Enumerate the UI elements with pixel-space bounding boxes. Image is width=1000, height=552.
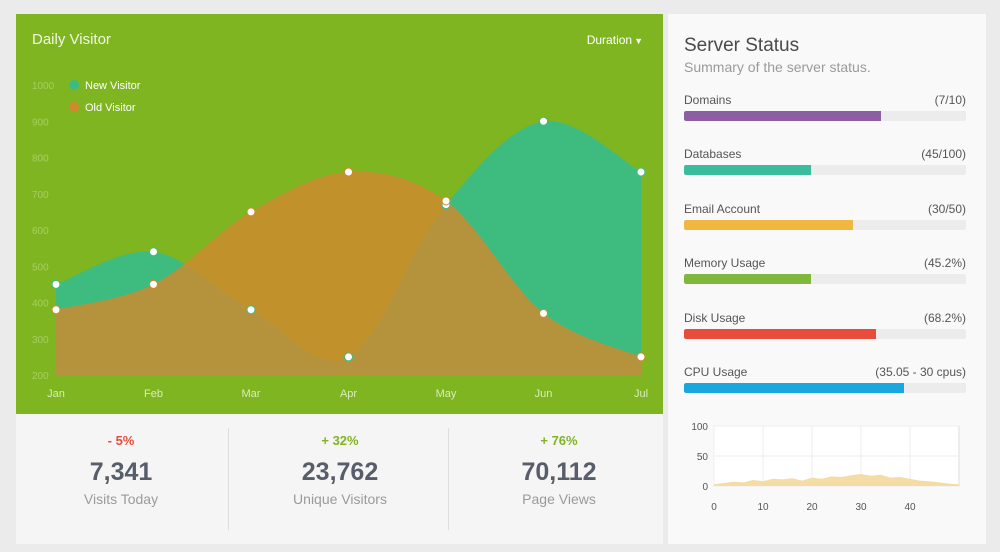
- progress-fill: [684, 329, 877, 339]
- daily-visitor-title: Daily Visitor: [32, 31, 111, 48]
- server-status-subtitle: Summary of the server status.: [684, 59, 871, 75]
- progress-value: (7/10): [934, 93, 966, 107]
- y-tick-label: 900: [32, 117, 49, 128]
- stat-change: + 76%: [540, 433, 578, 448]
- cpu-usage-chart: 0 50 100 0 10 20 30 40: [691, 422, 960, 513]
- y-tick-label: 500: [32, 262, 49, 273]
- series-area: [56, 171, 641, 375]
- server-status-title: Server Status: [684, 35, 800, 56]
- y-tick-label: 200: [32, 371, 49, 382]
- progress-label: Memory Usage: [684, 256, 766, 270]
- x-tick-label: Jan: [47, 388, 65, 400]
- data-point[interactable]: [149, 247, 158, 257]
- legend-label: New Visitor: [85, 80, 141, 92]
- data-point[interactable]: [246, 207, 256, 217]
- y-tick-label: 300: [32, 335, 49, 346]
- progress-value: (68.2%): [923, 311, 966, 325]
- progress-memory-usage: Memory Usage (45.2%): [684, 256, 966, 296]
- progress-track: [684, 274, 966, 284]
- data-point[interactable]: [539, 116, 548, 126]
- y-tick-label: 0: [702, 482, 708, 493]
- progress-label: Domains: [684, 93, 732, 107]
- progress-cpu-usage: CPU Usage (35.05 - 30 cpus): [684, 365, 966, 405]
- stat-value: 23,762: [301, 458, 379, 486]
- progress-label: Email Account: [684, 202, 761, 216]
- progress-track: [684, 383, 966, 393]
- x-tick-label: 30: [855, 502, 867, 513]
- y-tick-label: 800: [32, 154, 49, 165]
- progress-track: [684, 111, 966, 121]
- legend-label: Old Visitor: [85, 102, 136, 114]
- progress-value: (45/100): [921, 147, 966, 161]
- progress-label: Disk Usage: [684, 311, 746, 325]
- progress-fill: [684, 274, 812, 284]
- y-tick-label: 400: [32, 299, 49, 310]
- data-point[interactable]: [51, 279, 61, 289]
- visitor-stats-panel: - 5% 7,341 Visits Today + 32% 23,762 Uni…: [16, 414, 663, 544]
- server-status-panel: Server Status Summary of the server stat…: [668, 14, 986, 544]
- caret-down-icon: ▼: [634, 36, 643, 46]
- x-tick-label: 0: [711, 502, 717, 513]
- stat-divider: [228, 428, 229, 530]
- progress-value: (45.2%): [923, 256, 966, 270]
- data-point[interactable]: [636, 352, 646, 362]
- progress-track: [684, 329, 966, 339]
- stat-value: 7,341: [89, 458, 153, 486]
- x-tick-label: 20: [806, 502, 818, 513]
- progress-fill: [684, 165, 811, 175]
- legend-swatch: [69, 102, 79, 112]
- data-point[interactable]: [344, 352, 353, 362]
- progress-value: (30/50): [927, 202, 966, 216]
- progress-fill: [684, 111, 882, 121]
- data-point[interactable]: [149, 279, 158, 289]
- progress-track: [684, 165, 966, 175]
- x-tick-label: 10: [757, 502, 769, 513]
- stat-label: Unique Visitors: [293, 491, 387, 507]
- stat-label: Visits Today: [83, 491, 159, 507]
- progress-track: [684, 220, 966, 230]
- progress-label: CPU Usage: [684, 365, 748, 379]
- stat-page-views: + 76% 70,112 Page Views: [454, 414, 664, 544]
- y-tick-label: 700: [32, 190, 49, 201]
- x-tick-label: 40: [904, 502, 916, 513]
- duration-label: Duration: [586, 33, 633, 47]
- stat-label: Page Views: [522, 491, 596, 507]
- cpu-area: [714, 474, 959, 486]
- progress-databases: Databases (45/100): [684, 147, 966, 187]
- x-tick-label: Feb: [144, 388, 163, 400]
- x-tick-label: Mar: [242, 388, 261, 400]
- legend-swatch: [69, 80, 79, 90]
- progress-fill: [684, 220, 854, 230]
- progress-value: (35.05 - 30 cpus): [875, 365, 966, 379]
- x-tick-label: Apr: [340, 388, 357, 400]
- progress-email-account: Email Account (30/50): [684, 202, 966, 242]
- data-point[interactable]: [539, 308, 548, 318]
- y-tick-label: 600: [32, 226, 49, 237]
- duration-dropdown[interactable]: Duration▼: [587, 33, 643, 47]
- stat-change: - 5%: [107, 433, 135, 448]
- data-point[interactable]: [636, 167, 646, 177]
- stat-divider: [448, 428, 449, 530]
- y-tick-label: 50: [697, 452, 709, 463]
- stat-unique-visitors: + 32% 23,762 Unique Visitors: [235, 414, 445, 544]
- progress-label: Databases: [684, 147, 742, 161]
- x-tick-label: May: [436, 388, 457, 400]
- x-tick-label: Jul: [634, 388, 648, 400]
- progress-disk-usage: Disk Usage (68.2%): [684, 311, 966, 351]
- y-tick-label: 1000: [32, 81, 55, 92]
- data-point[interactable]: [246, 305, 256, 315]
- x-tick-label: Jun: [535, 388, 553, 400]
- data-point[interactable]: [51, 305, 61, 315]
- progress-fill: [684, 383, 904, 393]
- y-tick-label: 100: [691, 422, 708, 433]
- data-point[interactable]: [344, 167, 353, 177]
- stat-visits-today: - 5% 7,341 Visits Today: [16, 414, 226, 544]
- data-point[interactable]: [441, 196, 451, 206]
- progress-domains: Domains (7/10): [684, 93, 966, 133]
- stat-change: + 32%: [321, 433, 359, 448]
- stat-value: 70,112: [521, 458, 597, 486]
